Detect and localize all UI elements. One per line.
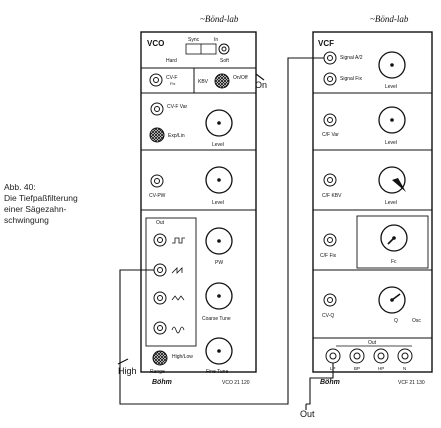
q-knob[interactable] <box>378 286 406 314</box>
sync-in-jack[interactable] <box>218 43 230 55</box>
cvf-var-jack[interactable] <box>150 102 164 116</box>
figure-caption: Abb. 40: Die Tiefpaßfilterung einer Säge… <box>4 182 78 226</box>
vcf-level-knob-2[interactable] <box>378 106 406 134</box>
cvf-fix-jack[interactable] <box>149 73 163 87</box>
signal-fix-jack[interactable] <box>323 72 337 86</box>
sawtooth-wave-icon <box>171 267 183 274</box>
signal-fix-label: Signal Fix <box>340 76 362 82</box>
bp-label: BP <box>354 366 360 371</box>
vcf-footer-brand: Böhm <box>320 379 340 386</box>
n-out-jack[interactable] <box>397 348 413 364</box>
fc-box <box>356 215 429 269</box>
hp-label: HP <box>378 366 384 371</box>
vco-level-label-2: Level <box>212 200 224 206</box>
cf-fix-label: C/F Fix <box>320 253 337 259</box>
vcf-level-knob-top[interactable] <box>378 51 406 79</box>
vcf-level-label-2: Level <box>385 140 397 146</box>
vco-brand-logo: ~Bönd-lab <box>200 14 239 24</box>
vco-out-label: Out <box>156 220 165 226</box>
cf-var-jack[interactable] <box>323 113 337 127</box>
pw-knob[interactable] <box>205 227 233 255</box>
on-arrow <box>255 73 265 81</box>
vcf-level-label-3: Level <box>385 200 397 206</box>
cf-kbv-jack[interactable] <box>323 173 337 187</box>
exp-lin-button[interactable] <box>149 127 165 143</box>
vcf-module: VCF Signal A/2 Signal Fix Level C/F Var … <box>312 31 433 386</box>
cv-q-label: CV-Q <box>322 313 334 319</box>
kbv-label: KBV <box>198 79 209 85</box>
vcf-model-number: VCF 21 130 <box>398 380 425 386</box>
patch-cables <box>117 57 334 410</box>
patch-cable-lp-out <box>306 363 334 405</box>
vco-soft-label: Soft <box>220 58 230 64</box>
coarse-tune-label: Coarse Tune <box>202 316 231 322</box>
high-arrow <box>117 358 129 365</box>
vco-sync-label: Sync <box>188 37 200 43</box>
caption-line-1: Abb. 40: <box>4 182 36 192</box>
out-label: Out <box>300 409 315 419</box>
sine-wave-icon <box>171 326 185 334</box>
coarse-tune-knob[interactable] <box>205 282 233 310</box>
vco-hard-label: Hard <box>166 58 177 64</box>
osc-label: Osc <box>412 318 421 324</box>
vco-out-box <box>145 217 197 347</box>
cv-pw-jack[interactable] <box>150 174 164 188</box>
vcf-level-knob-3[interactable] <box>378 166 406 194</box>
vco-level-knob-2[interactable] <box>205 166 233 194</box>
n-label: N <box>403 366 406 371</box>
pulse-out-jack[interactable] <box>153 233 167 247</box>
saw-out-jack[interactable] <box>153 263 167 277</box>
vco-level-knob-1[interactable] <box>205 109 233 137</box>
range-high-low-button[interactable] <box>152 350 168 366</box>
cf-kbv-label: C/F KBV <box>322 193 342 199</box>
vco-model-number: VCO 21 120 <box>222 380 250 386</box>
signal-a2-jack[interactable] <box>323 51 337 65</box>
signal-a2-label: Signal A/2 <box>340 55 363 61</box>
high-low-label: High/Low <box>172 354 193 360</box>
kbv-onoff-label: On/Off <box>233 75 248 81</box>
fine-tune-label: Fine Tune <box>206 369 228 375</box>
vco-in-label: In <box>214 37 218 43</box>
caption-line-4: schwingung <box>4 215 49 225</box>
hp-out-jack[interactable] <box>373 348 389 364</box>
vco-title: VCO <box>147 39 164 48</box>
pulse-wave-icon <box>172 237 185 244</box>
cv-pw-label: CV-PW <box>149 193 166 199</box>
cvf-fix-label: CV-F <box>166 75 177 81</box>
high-label: High <box>118 366 137 376</box>
caption-line-2: Die Tiefpaßfilterung <box>4 193 78 203</box>
sine-out-jack[interactable] <box>153 321 167 335</box>
kbv-on-off-button[interactable] <box>214 73 230 89</box>
vco-module: VCO Sync In Hard Soft CV-F Fix KBV On/O <box>140 31 257 386</box>
fix-label: Fix <box>170 81 175 86</box>
vcf-out-label: Out <box>368 340 377 346</box>
vco-level-label-1: Level <box>212 142 224 148</box>
bp-out-jack[interactable] <box>349 348 365 364</box>
cvf-var-label: CV-F Var <box>167 104 188 110</box>
vcf-title: VCF <box>318 39 334 48</box>
vco-footer-brand: Böhm <box>152 379 172 386</box>
fc-label: Fc <box>391 259 397 265</box>
vcf-level-label-top: Level <box>385 84 397 90</box>
fc-knob[interactable] <box>380 224 408 252</box>
cf-var-label: C/F Var <box>322 132 339 138</box>
cf-fix-jack[interactable] <box>323 233 337 247</box>
pw-label: PW <box>215 260 223 266</box>
sync-toggle-switch[interactable] <box>185 43 217 55</box>
triangle-out-jack[interactable] <box>153 291 167 305</box>
fine-tune-knob[interactable] <box>205 337 233 365</box>
lp-out-jack[interactable] <box>325 348 341 364</box>
cv-q-jack[interactable] <box>323 293 337 307</box>
vcf-brand-logo: ~Bönd-lab <box>370 14 409 24</box>
caption-line-3: einer Sägezahn- <box>4 204 67 214</box>
exp-lin-label: Exp/Lin <box>168 133 185 139</box>
range-label: Range <box>150 369 165 375</box>
q-label: Q <box>394 318 398 324</box>
on-label: On <box>255 80 268 90</box>
patch-cable-saw-to-signal <box>119 57 324 405</box>
triangle-wave-icon <box>171 295 185 301</box>
